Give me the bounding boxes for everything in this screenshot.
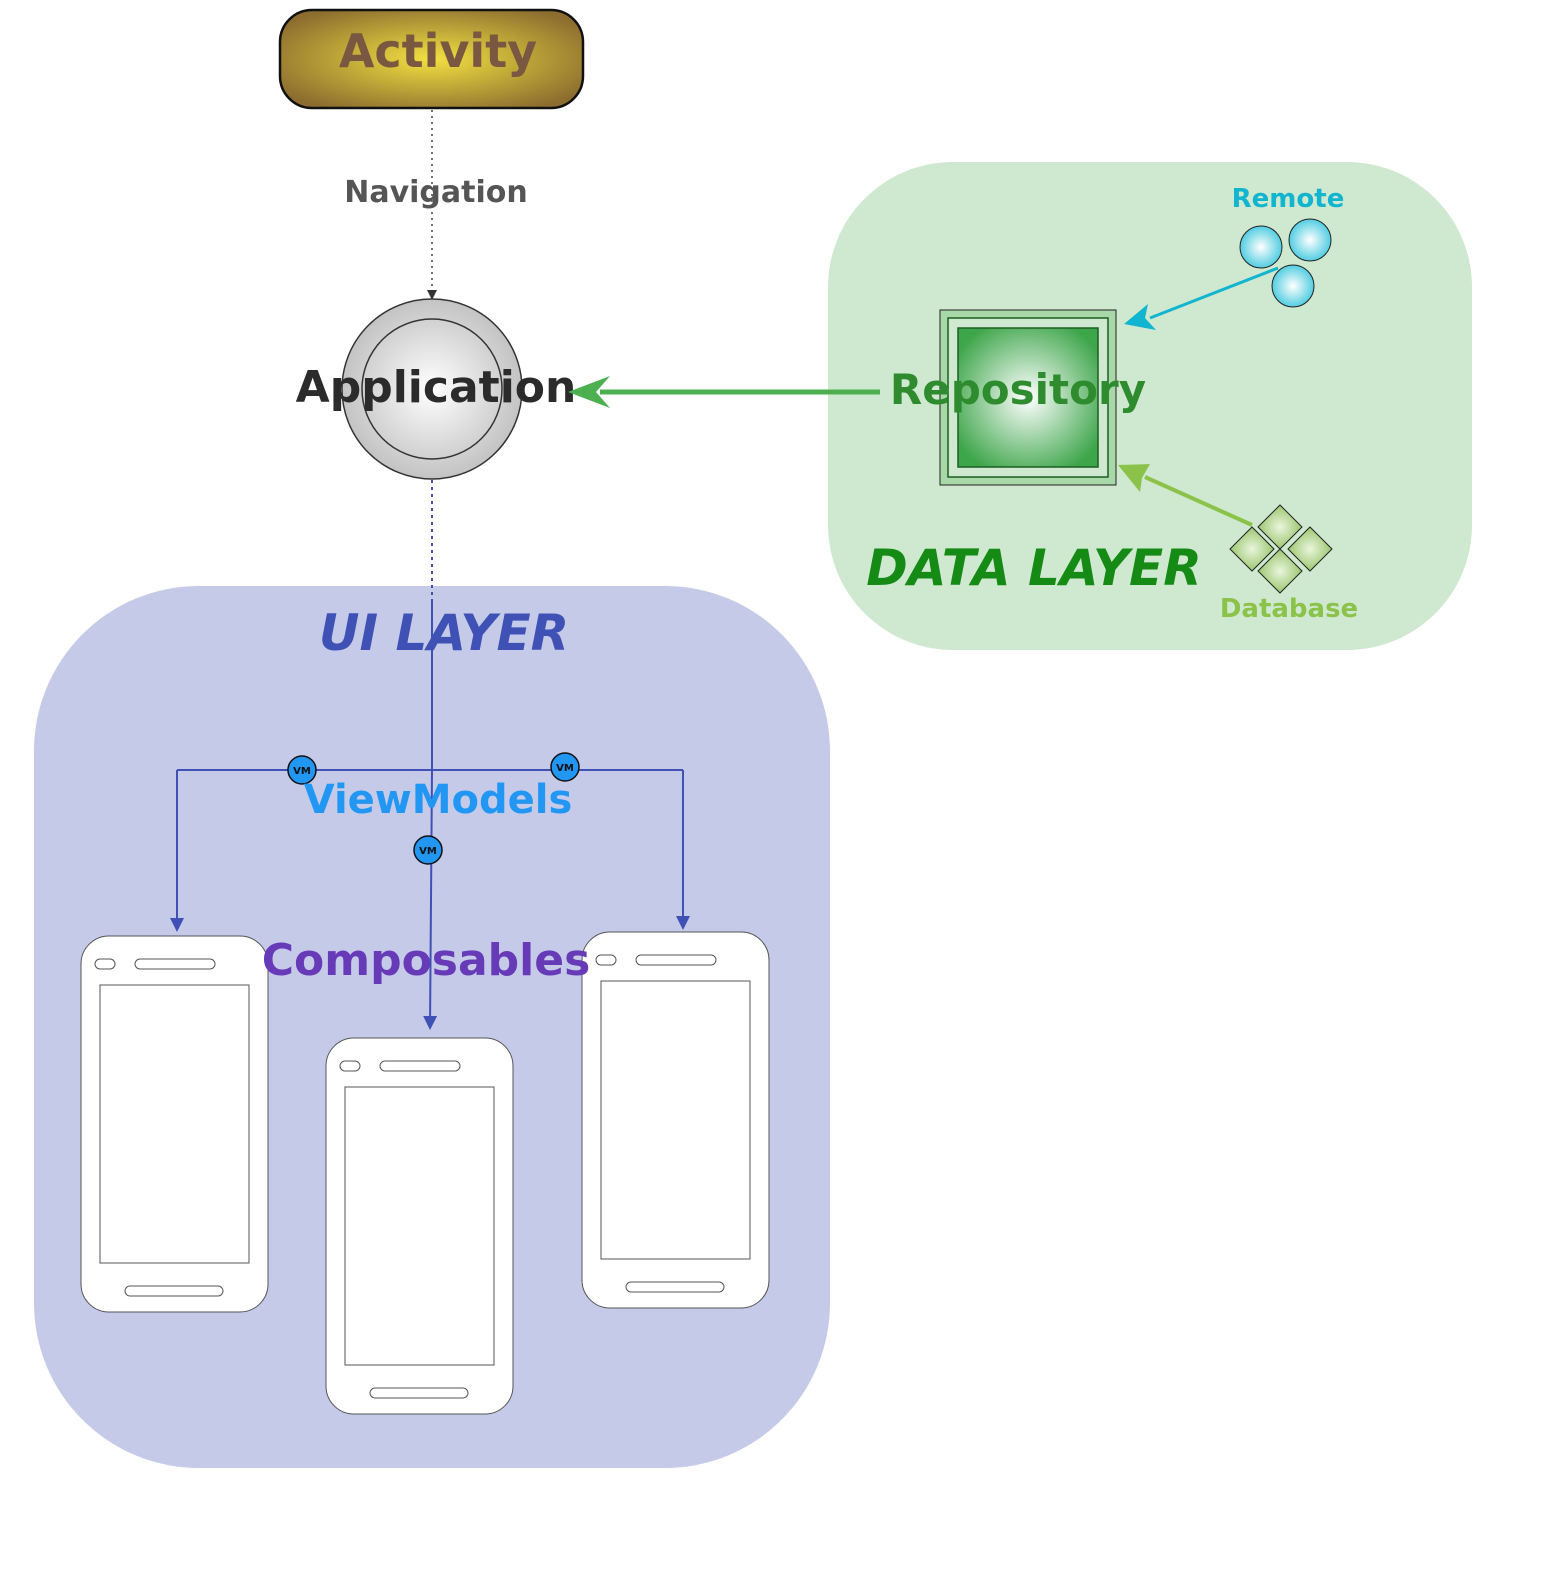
repository-label: Repository <box>890 365 1146 414</box>
phone-right-display <box>600 980 751 1260</box>
database-label: Database <box>1220 594 1358 624</box>
phone-center-speaker <box>379 1060 461 1072</box>
application-inner-ring <box>361 318 503 460</box>
vm-badge-right-label: VM <box>556 763 574 774</box>
center-branch <box>423 769 438 1030</box>
navigation-label: Navigation <box>344 175 528 210</box>
repository-core <box>957 327 1099 468</box>
vm-badge-center-label: VM <box>419 846 437 857</box>
phone-center-display <box>344 1086 495 1366</box>
data-layer-title: DATA LAYER <box>866 539 1201 597</box>
phone-right-home-bar <box>625 1281 725 1293</box>
phone-right-camera <box>595 954 617 966</box>
phone-left-home-bar <box>124 1285 224 1297</box>
phone-left-speaker <box>134 958 216 970</box>
vm-badge-left-label: VM <box>293 766 311 777</box>
database-to-repository-edge <box>1144 475 1253 527</box>
viewmodels-label: ViewModels <box>304 777 573 823</box>
phone-left-display <box>99 984 250 1264</box>
ui-layer-title: UI LAYER <box>319 604 569 662</box>
phone-left-camera <box>94 958 116 970</box>
phone-screen-left[interactable] <box>80 935 269 1313</box>
phone-center-home-bar <box>369 1387 469 1399</box>
remote-node[interactable] <box>1239 218 1332 308</box>
vm-badge-right[interactable]: VM <box>550 752 580 782</box>
remote-circle-2 <box>1288 218 1332 262</box>
remote-circle-1 <box>1239 225 1283 269</box>
phone-screen-right[interactable] <box>581 931 770 1309</box>
application-label: Application <box>296 362 577 413</box>
phone-center-camera <box>339 1060 361 1072</box>
vm-badge-left[interactable]: VM <box>287 755 317 785</box>
phone-right-speaker <box>635 954 717 966</box>
repository-to-application-arrowhead <box>568 376 610 408</box>
database-to-repository-arrowhead <box>1118 464 1150 492</box>
remote-to-repository-arrowhead <box>1124 304 1156 330</box>
activity-node[interactable] <box>278 8 585 110</box>
database-diamond-left <box>1229 526 1275 572</box>
remote-circle-3 <box>1271 264 1315 308</box>
database-node[interactable] <box>1229 504 1333 594</box>
application-node[interactable] <box>341 298 523 480</box>
vm-badge-center[interactable]: VM <box>413 835 443 865</box>
database-diamond-bottom <box>1257 548 1303 594</box>
phone-screen-center[interactable] <box>325 1037 514 1415</box>
remote-to-repository-edge <box>1149 266 1279 320</box>
activity-label: Activity <box>339 24 537 78</box>
database-diamond-right <box>1287 526 1333 572</box>
composables-label: Composables <box>262 935 591 986</box>
remote-label: Remote <box>1232 184 1345 214</box>
